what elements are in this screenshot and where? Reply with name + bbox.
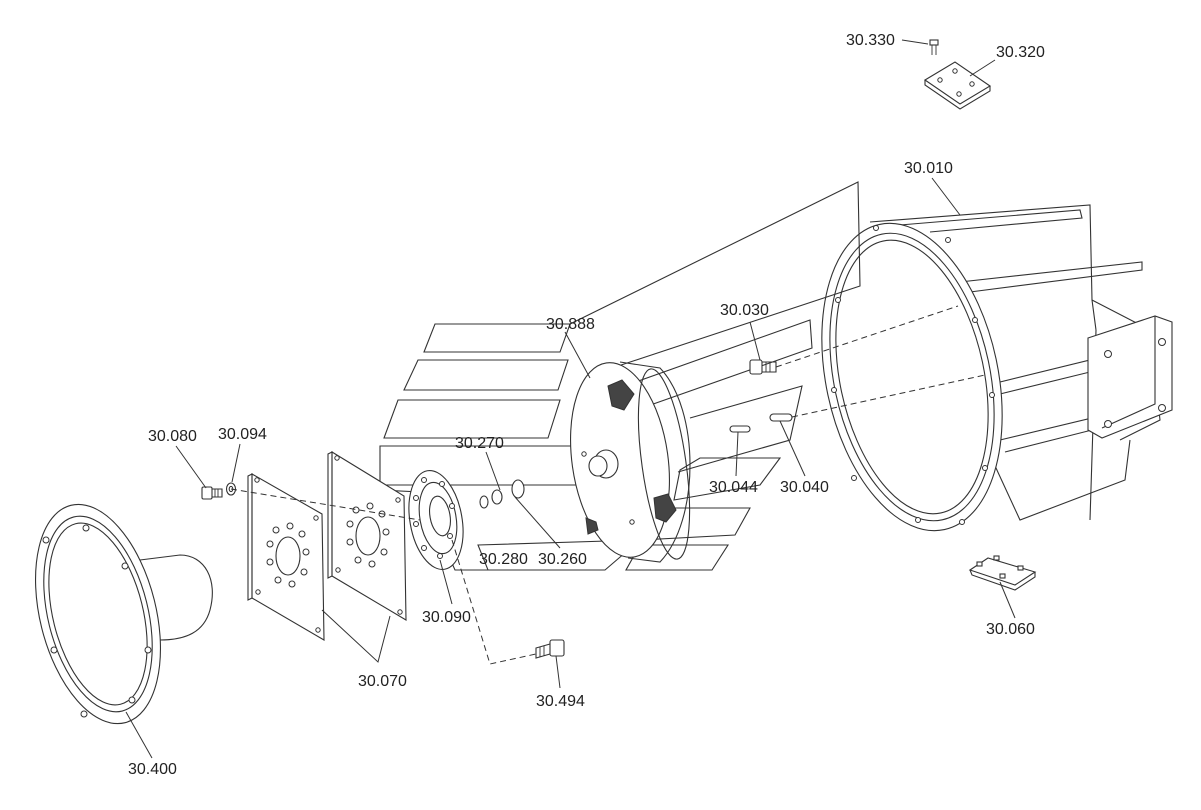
label-30060: 30.060 [986, 621, 1035, 638]
bolt-30494 [535, 639, 565, 659]
bolt-30080 [201, 486, 223, 500]
label-30280: 30.280 [479, 551, 528, 568]
assembly-30888 [379, 181, 861, 571]
key-30040 [769, 413, 793, 422]
label-30080: 30.080 [148, 428, 197, 445]
cover-plate-30320 [923, 61, 992, 110]
part-labels: 30.330 30.320 30.010 30.888 30.030 30.08… [128, 32, 1045, 778]
label-30260: 30.260 [538, 551, 587, 568]
flange-30090 [408, 470, 464, 570]
label-30044: 30.044 [709, 479, 758, 496]
label-30030: 30.030 [720, 302, 769, 319]
label-30494: 30.494 [536, 693, 585, 710]
label-30094: 30.094 [218, 426, 267, 443]
label-30330: 30.330 [846, 32, 895, 49]
label-30040: 30.040 [780, 479, 829, 496]
label-30320: 30.320 [996, 44, 1045, 61]
label-30270: 30.270 [455, 435, 504, 452]
label-30070: 30.070 [358, 673, 407, 690]
label-30010: 30.010 [904, 160, 953, 177]
label-30400: 30.400 [128, 761, 177, 778]
cover-plate-30060 [968, 555, 1037, 591]
housing-30010 [821, 204, 1173, 532]
ring-30280 [479, 495, 489, 509]
ring-30270 [491, 489, 503, 505]
screw-30030 [749, 359, 777, 375]
ring-30260 [511, 479, 525, 499]
bell-housing-30400 [34, 503, 213, 725]
key-30044 [729, 425, 751, 433]
gasket-plates-30070 [247, 451, 407, 641]
label-30888: 30.888 [546, 316, 595, 333]
label-30090: 30.090 [422, 609, 471, 626]
screw-30330 [929, 39, 939, 55]
assembly-axis-lines [230, 305, 986, 665]
